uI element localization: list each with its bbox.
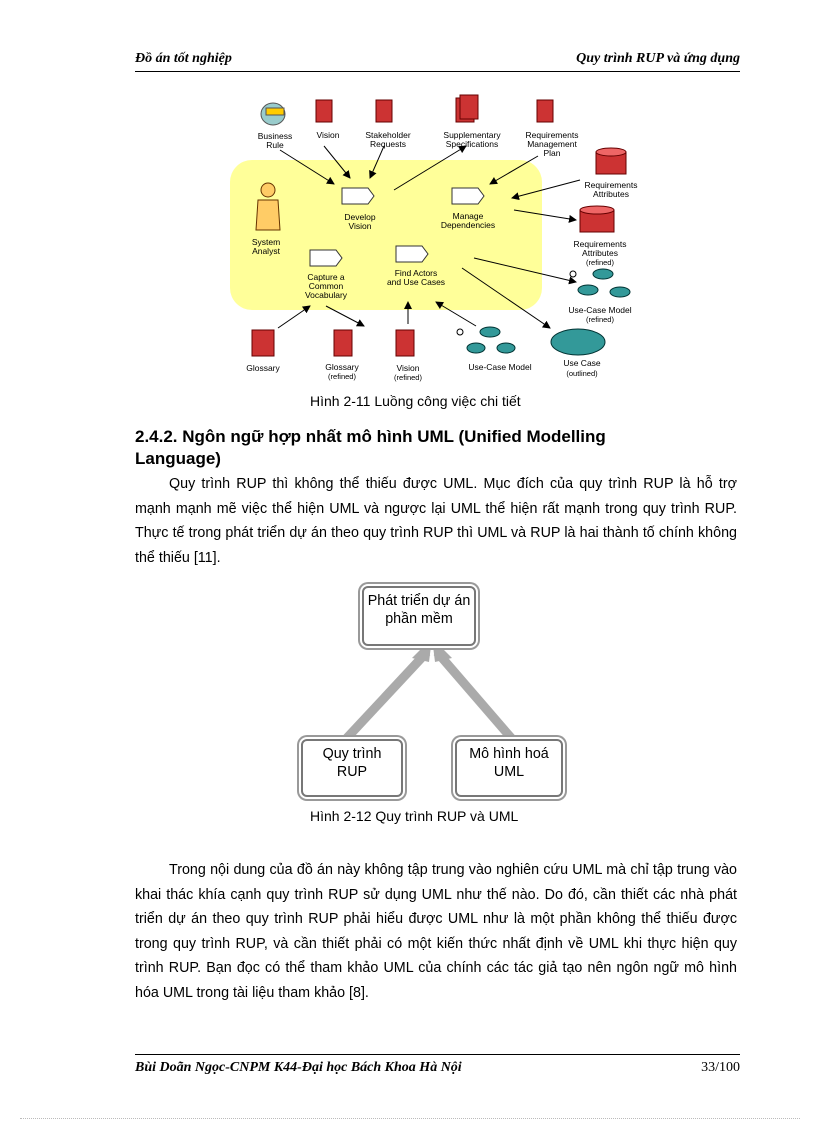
req-mgmt-doc-icon [536, 99, 554, 123]
label-develop-vision: Develop [344, 212, 375, 222]
use-case-model-refined-icon [569, 268, 631, 298]
req-attr-refined-db-icon [579, 205, 615, 233]
label-business-rule: Business [258, 131, 293, 141]
yellow-area [230, 160, 542, 310]
section-heading: 2.4.2. Ngôn ngữ hợp nhất mô hình UML (Un… [135, 427, 606, 468]
label-find-actors: Find Actors [395, 268, 438, 278]
box-rup: Quy trình RUP [301, 739, 403, 797]
use-case-outlined-icon [550, 328, 606, 356]
label-req-attr-refined: Requirements [574, 239, 627, 249]
header-right: Quy trình RUP và ứng dụng [576, 51, 740, 66]
page-footer: Bùi Doãn Ngọc-CNPM K44-Đại học Bách Khoa… [135, 1054, 740, 1077]
svg-text:and Use Cases: and Use Cases [387, 277, 445, 287]
svg-text:Vision: Vision [349, 221, 372, 231]
req-attr-db-icon [595, 147, 627, 175]
svg-text:Vocabulary: Vocabulary [305, 290, 348, 300]
svg-text:Management: Management [527, 139, 577, 149]
vision-refined-doc-icon [395, 329, 415, 357]
develop-vision-icon [341, 187, 375, 205]
svg-text:(outlined): (outlined) [566, 369, 598, 378]
svg-text:(refined): (refined) [328, 372, 356, 381]
label-use-case-outlined: Use Case [563, 358, 601, 368]
label-stakeholder: Stakeholder [365, 130, 411, 140]
svg-text:Requests: Requests [370, 139, 406, 149]
figure2-caption: Hình 2-12 Quy trình RUP và UML [310, 808, 519, 824]
supplementary-doc-icon [455, 94, 479, 123]
workflow-diagram: Business Rule Vision Stakeholder Request… [230, 94, 638, 382]
label-uc-model: Use-Case Model [468, 362, 531, 372]
stakeholder-doc-icon [375, 99, 393, 123]
svg-text:(refined): (refined) [586, 258, 614, 267]
page-header: Đồ án tốt nghiệp Quy trình RUP và ứng dụ… [135, 49, 740, 72]
label-system-analyst: System [252, 237, 280, 247]
label-vision: Vision [317, 130, 340, 140]
paragraph-1: Quy trình RUP thì không thể thiếu được U… [135, 476, 737, 566]
svg-text:Attributes: Attributes [593, 189, 629, 199]
box-uml: Mô hình hoá UML [455, 739, 563, 797]
footer-left: Bùi Doãn Ngọc-CNPM K44-Đại học Bách Khoa… [135, 1060, 462, 1075]
label-uc-model-refined: Use-Case Model [568, 305, 631, 315]
glossary-doc-icon [251, 329, 275, 357]
svg-text:Attributes: Attributes [582, 248, 618, 258]
svg-text:(refined): (refined) [586, 315, 614, 324]
label-glossary: Glossary [246, 363, 280, 373]
svg-text:Specifications: Specifications [446, 139, 498, 149]
header-left: Đồ án tốt nghiệp [135, 51, 232, 66]
label-req-attr: Requirements [585, 180, 638, 190]
label-req-mgmt: Requirements [526, 130, 579, 140]
svg-text:Plan: Plan [543, 148, 560, 158]
page-edge [20, 1118, 800, 1119]
paragraph-2: Trong nội dung của đồ án này không tập t… [135, 862, 737, 1001]
system-analyst-icon [255, 182, 281, 231]
use-case-model-icon [456, 326, 516, 354]
svg-text:(refined): (refined) [394, 373, 422, 382]
svg-text:Rule: Rule [266, 140, 284, 150]
page-number: 33/100 [701, 1060, 740, 1075]
manage-dependencies-icon [451, 187, 485, 205]
label-vision-refined: Vision [397, 363, 420, 373]
label-glossary-refined: Glossary [325, 362, 359, 372]
box-software-dev: Phát triển dự án phần mềm [362, 586, 476, 646]
label-capture-vocab: Capture a [307, 272, 345, 282]
capture-vocab-icon [309, 249, 343, 267]
svg-text:Analyst: Analyst [252, 246, 281, 256]
business-rule-icon [260, 102, 286, 126]
figure1-caption: Hình 2-11 Luồng công việc chi tiết [310, 393, 521, 409]
svg-text:Common: Common [309, 281, 344, 291]
label-supplementary: Supplementary [443, 130, 501, 140]
glossary-refined-doc-icon [333, 329, 353, 357]
svg-text:Dependencies: Dependencies [441, 220, 495, 230]
label-manage-dep: Manage [453, 211, 484, 221]
vision-doc-icon [315, 99, 333, 123]
find-actors-icon [395, 245, 429, 263]
